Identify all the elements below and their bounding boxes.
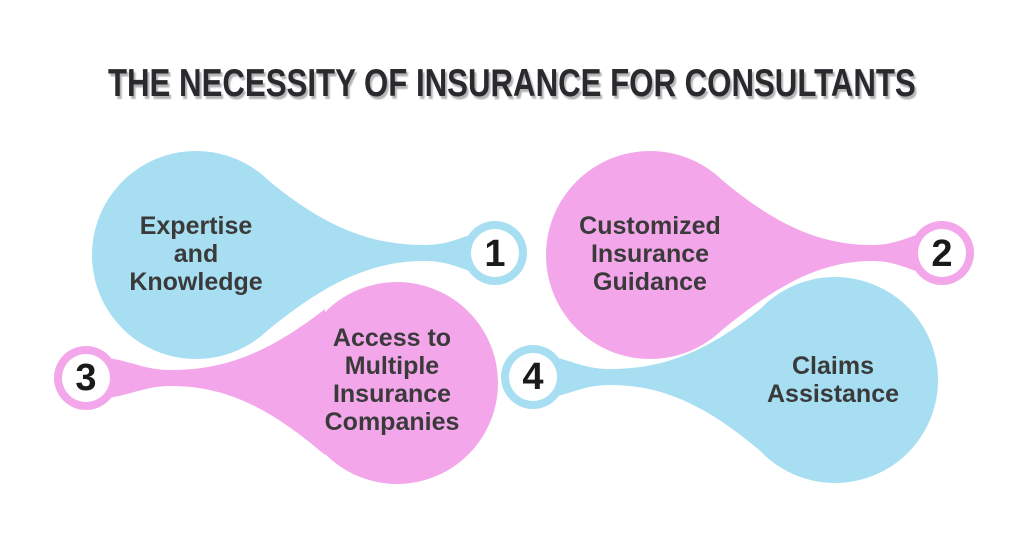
bubble-1-ring-inner <box>471 229 519 277</box>
bubble-3-shape <box>54 282 498 484</box>
bubble-2-tail <box>722 180 928 330</box>
bubble-4-circle <box>732 277 938 483</box>
bubble-3-tail <box>100 309 325 455</box>
bubble-2-shape <box>546 151 974 359</box>
page-title: THE NECESSITY OF INSURANCE FOR CONSULTAN… <box>0 64 1024 108</box>
bubble-3-label: Access to Multiple Insurance Companies <box>324 324 460 436</box>
bubble-1-number: 1 <box>484 233 506 275</box>
bubble-3-circle <box>296 282 498 484</box>
bubble-2-circle <box>546 151 754 359</box>
bubble-2-label: Customized Insurance Guidance <box>579 212 721 296</box>
bubble-4-tail <box>547 306 764 454</box>
bubble-1-circle <box>92 151 300 359</box>
bubble-4-number: 4 <box>522 356 544 398</box>
bubble-3-ring-inner <box>62 354 110 402</box>
bubble-4-ring-inner <box>509 353 557 401</box>
bubble-1-tail <box>268 180 481 330</box>
bubble-3-number: 3 <box>75 357 97 399</box>
bubble-1-shape <box>92 151 527 359</box>
bubble-4-label: Claims Assistance <box>766 352 900 408</box>
bubble-2-number: 2 <box>931 233 953 275</box>
page-title-text: THE NECESSITY OF INSURANCE FOR CONSULTAN… <box>108 62 916 105</box>
bubble-2-ring-inner <box>918 229 966 277</box>
bubble-4-shape <box>501 277 938 483</box>
bubble-1-label: Expertise and Knowledge <box>129 212 263 296</box>
